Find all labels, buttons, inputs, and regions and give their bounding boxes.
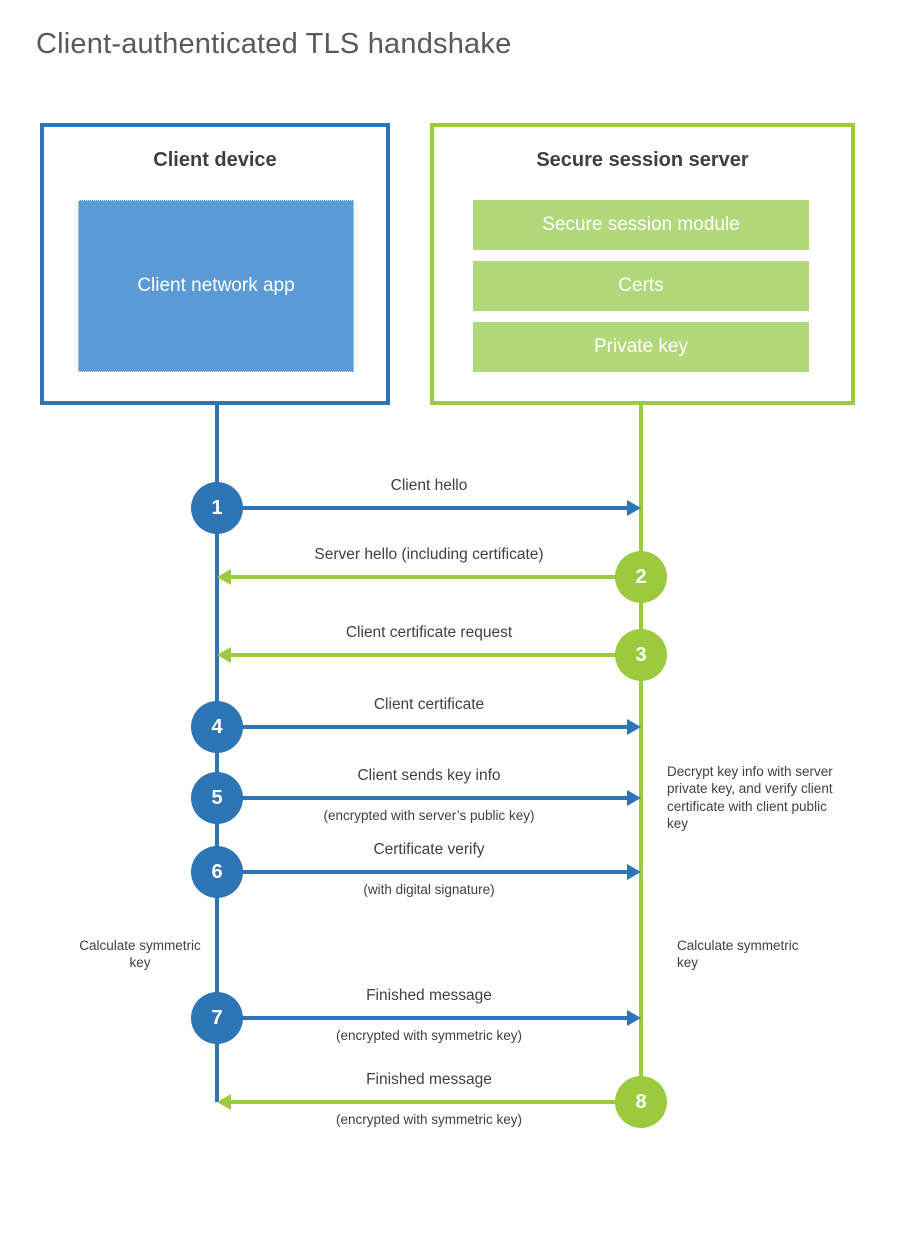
step-4-circle: 4	[191, 701, 243, 753]
secure-session-server-title: Secure session server	[536, 149, 749, 171]
server-private-key-label: Private key	[594, 336, 688, 357]
step-3-arrow-line	[231, 653, 641, 657]
server-certs-bar: Certs	[473, 261, 809, 311]
step-8-arrowhead-icon	[217, 1094, 231, 1110]
step-5-arrow-line	[217, 796, 628, 800]
step-6-arrow-line	[217, 870, 628, 874]
step-3-label: Client certificate request	[345, 624, 513, 641]
step-4-arrowhead-icon	[627, 719, 641, 735]
server-private-key-bar: Private key	[473, 322, 809, 372]
calculate-symmetric-key-client: Calculate symmetric key	[79, 938, 201, 971]
step-6-label: Certificate verify	[373, 841, 485, 858]
step-6-sublabel: (with digital signature)	[363, 882, 495, 897]
step-5-arrowhead-icon	[627, 790, 641, 806]
step-1-arrow-line	[217, 506, 628, 510]
decrypt-note: Decrypt key info with server private key…	[667, 764, 833, 831]
step-6-arrowhead-icon	[627, 864, 641, 880]
step-8-circle: 8	[615, 1076, 667, 1128]
client-lifeline	[215, 405, 219, 1102]
client-device-title: Client device	[153, 149, 277, 171]
step-4-label: Client certificate	[373, 696, 485, 713]
step-7-label: Finished message	[366, 987, 492, 1004]
step-2-label: Server hello (including certificate)	[314, 546, 544, 563]
step-1-label: Client hello	[390, 477, 468, 494]
client-network-app-label: Client network app	[137, 274, 295, 296]
step-7-sublabel: (encrypted with symmetric key)	[335, 1028, 523, 1043]
step-7-arrow-line	[217, 1016, 628, 1020]
step-6-circle: 6	[191, 846, 243, 898]
server-lifeline	[639, 405, 643, 1105]
step-2-arrow-line	[231, 575, 641, 579]
step-8-arrow-line	[231, 1100, 641, 1104]
step-2-circle: 2	[615, 551, 667, 603]
step-8-label: Finished message	[366, 1071, 492, 1088]
step-1-arrowhead-icon	[627, 500, 641, 516]
server-certs-label: Certs	[618, 275, 664, 296]
step-5-circle: 5	[191, 772, 243, 824]
server-module-bar: Secure session module	[473, 200, 809, 250]
step-5-label: Client sends key info	[357, 767, 501, 784]
step-7-arrowhead-icon	[627, 1010, 641, 1026]
step-5-sublabel: (encrypted with server’s public key)	[323, 808, 535, 823]
step-4-arrow-line	[217, 725, 628, 729]
step-2-arrowhead-icon	[217, 569, 231, 585]
calculate-symmetric-key-server: Calculate symmetric key	[677, 938, 799, 971]
step-3-arrowhead-icon	[217, 647, 231, 663]
step-8-sublabel: (encrypted with symmetric key)	[335, 1112, 523, 1127]
step-1-circle: 1	[191, 482, 243, 534]
page-title: Client-authenticated TLS handshake	[36, 28, 512, 60]
step-3-circle: 3	[615, 629, 667, 681]
step-7-circle: 7	[191, 992, 243, 1044]
server-module-label: Secure session module	[542, 214, 740, 235]
client-network-app-rect: Client network app	[78, 200, 354, 372]
